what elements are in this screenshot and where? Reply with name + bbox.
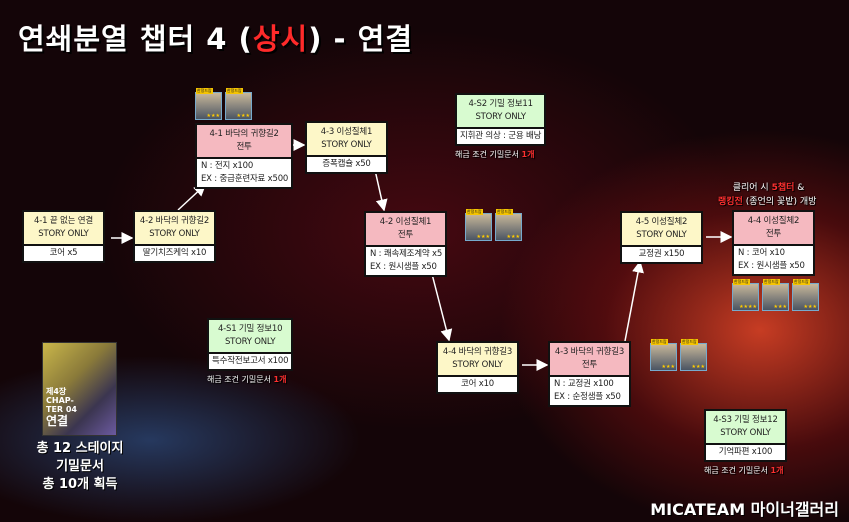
- character-portrait: 한정드랍★★★: [792, 279, 819, 311]
- drop-portraits-4-1: 한정드랍★★★ 한정드랍★★★: [195, 87, 252, 120]
- unlock-note-line2: 랭킹전 (종언의 꽃밭) 개방: [718, 197, 817, 207]
- character-portrait: 한정드랍★★★: [650, 339, 677, 371]
- unlock-condition-s1: 해금 조건 기밀문서 1개: [207, 375, 287, 384]
- unlock-condition-s2: 해금 조건 기밀문서 1개: [455, 150, 535, 159]
- unlock-note-line1: 클리어 시 5챕터 &: [732, 183, 805, 193]
- footer-credit: MICATEAM 마이너갤러리: [650, 500, 839, 519]
- drop-portraits-4-3: 한정드랍★★★ 한정드랍★★★: [650, 338, 707, 371]
- character-portrait: 한정드랍★★★★: [732, 279, 759, 311]
- drop-portraits-4-2: 한정드랍★★★ 한정드랍★★★: [465, 208, 522, 241]
- unlock-condition-s3: 해금 조건 기밀문서 1개: [704, 466, 784, 475]
- chapter-cover-image: 제4장 CHAP- TER 04 연결: [42, 342, 117, 436]
- secret-docs-count: 총 10개 획득: [42, 477, 118, 492]
- character-portrait: 한정드랍★★★: [762, 279, 789, 311]
- character-portrait: 한정드랍★★★: [495, 209, 522, 241]
- character-portrait: 한정드랍★★★: [680, 339, 707, 371]
- character-portrait: 한정드랍★★★: [225, 88, 252, 120]
- secret-docs-label: 기밀문서: [56, 459, 104, 474]
- chapter-summary: 총 12 스테이지 기밀문서 총 10개 획득: [10, 440, 150, 494]
- stage-count: 총 12 스테이지: [36, 441, 124, 456]
- character-portrait: 한정드랍★★★: [195, 88, 222, 120]
- page-title: 연쇄분열 챕터 4 (상시) - 연결: [18, 22, 414, 56]
- character-portrait: 한정드랍★★★: [465, 209, 492, 241]
- drop-portraits-4-4: 한정드랍★★★★ 한정드랍★★★ 한정드랍★★★: [732, 278, 819, 311]
